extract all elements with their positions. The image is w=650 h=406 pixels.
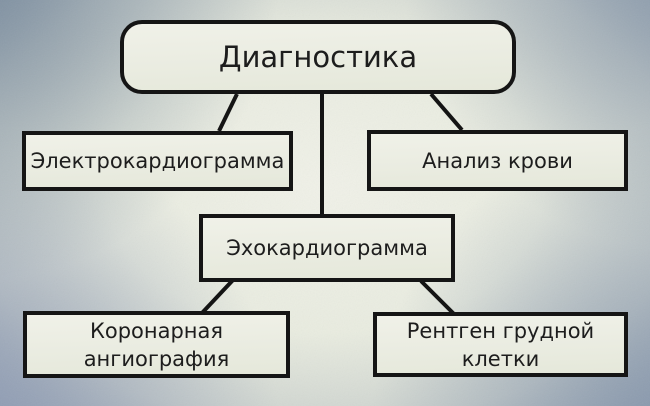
node-chest-xray-label: Рентген грудной клетки [406, 318, 595, 371]
edge-root-ecg [217, 93, 239, 132]
node-chest-xray: Рентген грудной клетки [373, 312, 628, 377]
node-blood-test: Анализ крови [367, 130, 628, 191]
node-electrocardiogram-label: Электрокардиограмма [30, 149, 285, 173]
edge-echo-coronary [200, 278, 235, 315]
node-diagnostics: Диагностика [120, 20, 516, 94]
edge-root-blood [429, 92, 464, 132]
node-diagnostics-label: Диагностика [218, 40, 418, 74]
node-echocardiogram: Эхокардиограмма [199, 214, 455, 282]
node-coronary-angiography: Коронарная ангиография [23, 311, 290, 378]
edge-echo-xray [419, 279, 456, 316]
node-blood-test-label: Анализ крови [422, 148, 573, 173]
node-echocardiogram-label: Эхокардиограмма [226, 236, 428, 260]
node-electrocardiogram: Электрокардиограмма [22, 131, 293, 191]
node-coronary-angiography-label: Коронарная ангиография [83, 318, 230, 371]
